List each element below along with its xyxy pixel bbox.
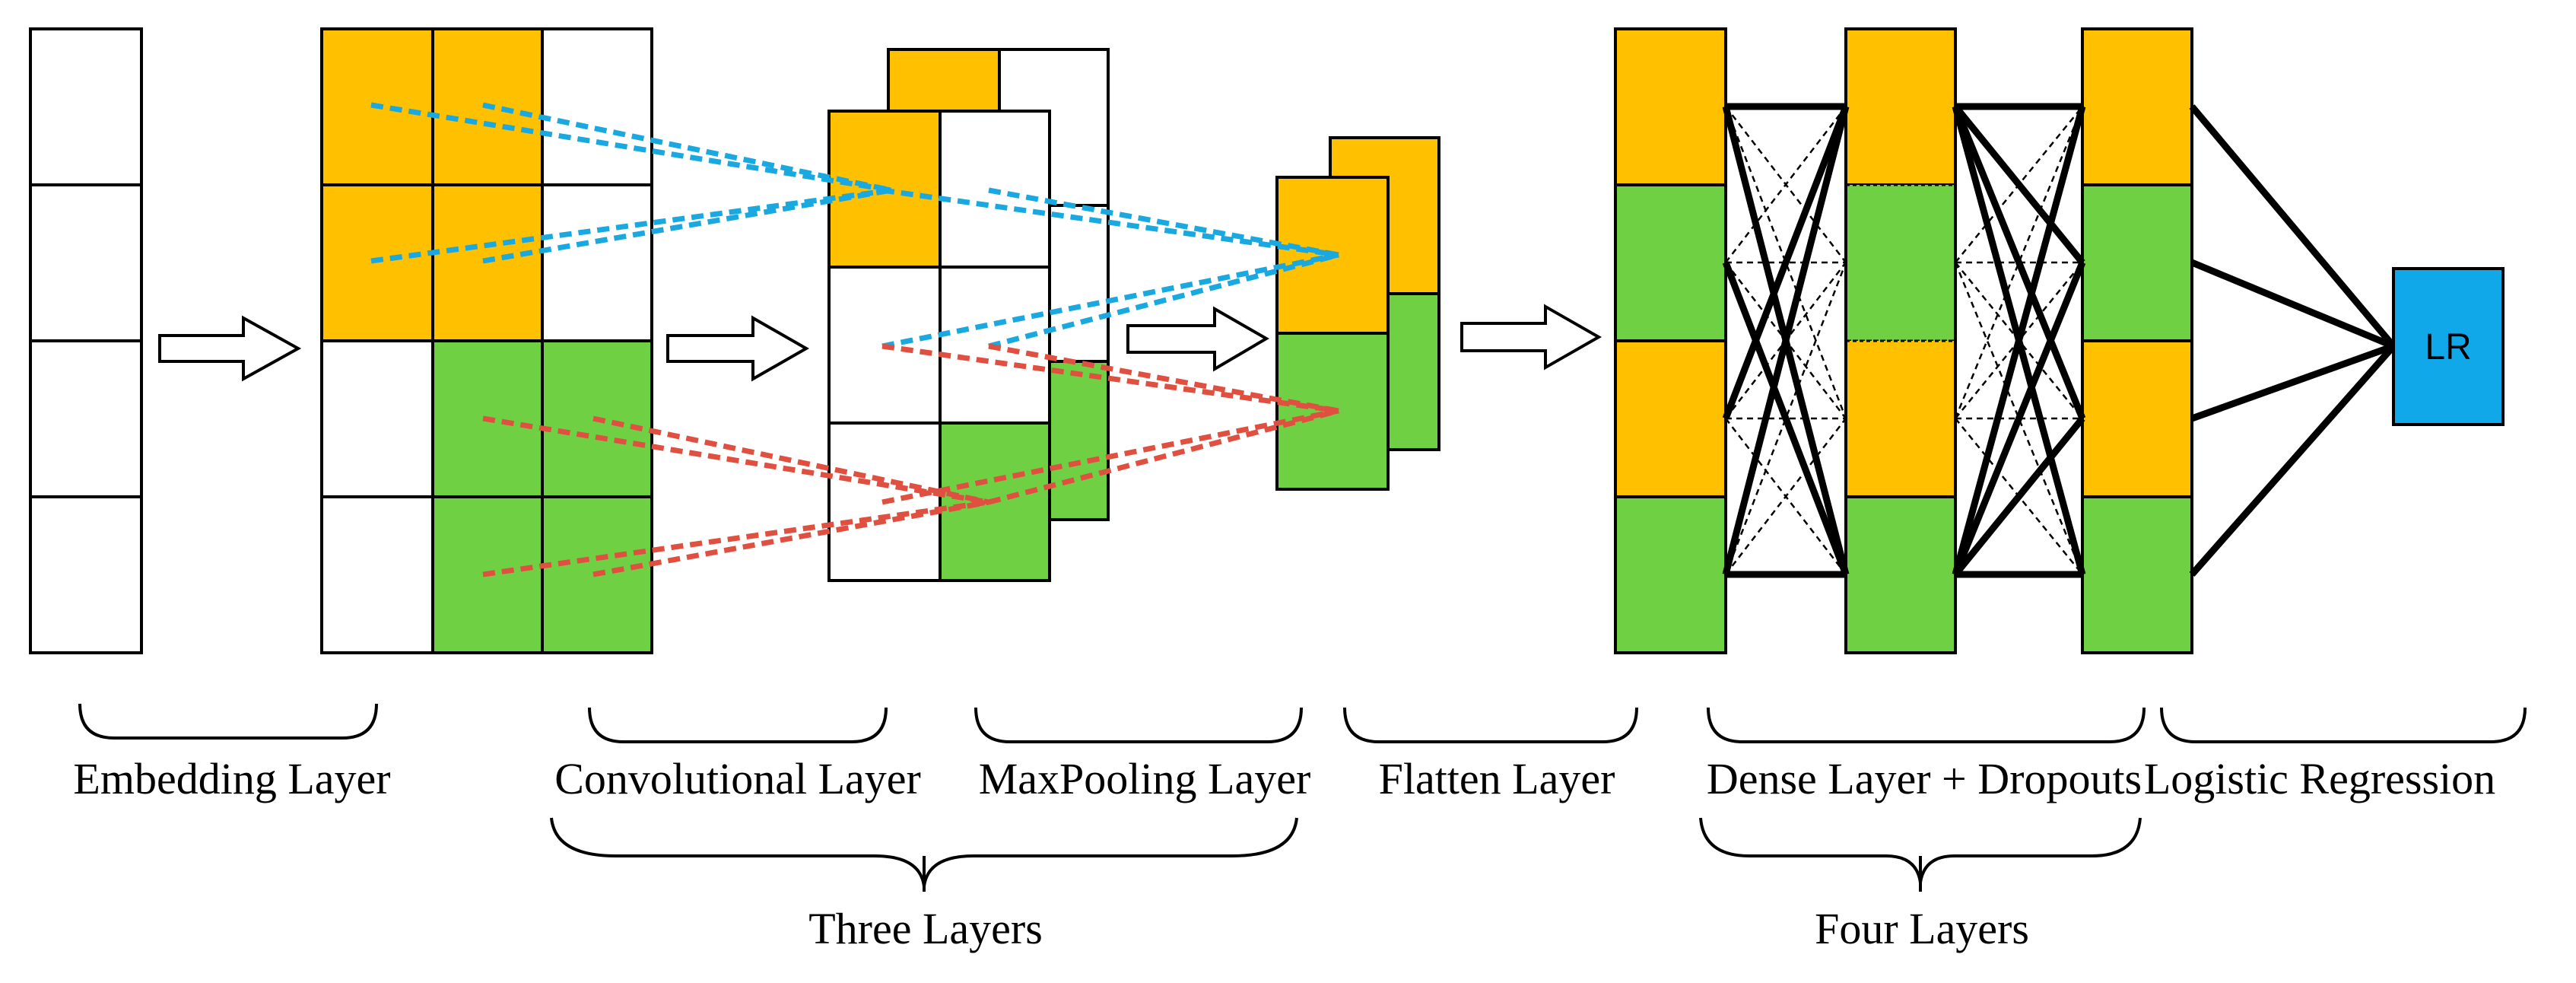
four-layers-label: Four Layers <box>1815 904 2029 953</box>
flow-arrow-3 <box>1126 306 1269 372</box>
flow-arrow-1 <box>158 315 302 382</box>
flatten-layer-label: Flatten Layer <box>1379 754 1615 803</box>
maxpooling-layer-label: MaxPooling Layer <box>979 754 1311 803</box>
lr-output-node: LR <box>2392 267 2505 426</box>
conv-blue-connectors <box>370 102 892 264</box>
dense-connections-2 <box>1952 103 2086 578</box>
conv-red-connectors <box>482 415 989 577</box>
group-braces <box>550 817 2142 892</box>
conv-feature-map-front <box>827 110 1051 582</box>
pool-blue-connectors <box>881 187 1339 349</box>
maxpool-feature-map-front <box>1275 176 1390 491</box>
logistic-regression-label: Logistic Regression <box>2144 754 2495 803</box>
convolutional-layer-label: Convolutional Layer <box>554 754 921 803</box>
lr-label: LR <box>2425 327 2471 367</box>
embedding-layer-label: Embedding Layer <box>73 754 390 803</box>
dense-column-1 <box>1844 27 1957 654</box>
layer-braces <box>78 703 2527 743</box>
lr-connections <box>2189 104 2397 577</box>
dense-connections-1 <box>1722 103 1850 578</box>
three-layers-label: Three Layers <box>808 904 1043 953</box>
flow-arrow-2 <box>666 315 810 382</box>
pool-red-connectors <box>881 343 1339 505</box>
dense-column-2 <box>2081 27 2193 654</box>
dense-layer-label: Dense Layer + Dropouts <box>1707 754 2142 803</box>
flow-arrow-4 <box>1460 304 1602 371</box>
embedding-layer-column <box>29 27 143 654</box>
flatten-column <box>1614 27 1727 654</box>
